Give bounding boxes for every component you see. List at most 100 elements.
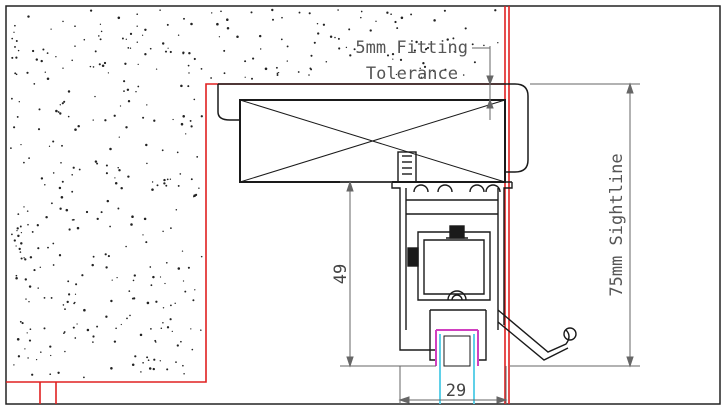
speckle-dot [275, 66, 278, 69]
sightline-label: 75mm Sightline [607, 153, 627, 296]
speckle-dot [116, 276, 118, 279]
speckle-dot [40, 351, 42, 353]
speckle-dot [101, 64, 105, 68]
speckle-dot [50, 296, 53, 299]
speckle-dot [15, 245, 17, 247]
speckle-dot [171, 330, 173, 333]
speckle-dot [11, 56, 14, 59]
speckle-dot [29, 256, 33, 259]
speckle-dot [272, 18, 274, 21]
speckle-dot [166, 178, 169, 181]
speckle-dot [59, 112, 62, 115]
speckle-dot [298, 11, 301, 14]
speckle-dot [39, 266, 42, 269]
speckle-dot [58, 186, 62, 190]
speckle-dot [187, 64, 190, 67]
speckle-dot [67, 90, 71, 93]
speckle-dot [86, 328, 90, 332]
speckle-dot [180, 84, 183, 88]
speckle-dot [61, 180, 64, 183]
speckle-dot [129, 47, 132, 49]
speckle-dot [419, 67, 421, 70]
drawing-border [5, 5, 721, 405]
speckle-dot [177, 184, 180, 187]
speckle-dot [194, 289, 196, 291]
speckle-dot [180, 340, 182, 343]
speckle-dot [169, 178, 172, 180]
speckle-dot [26, 210, 29, 212]
speckle-dot [153, 119, 156, 122]
speckle-dot [65, 208, 69, 212]
speckle-dot [52, 242, 55, 245]
speckle-dot [117, 207, 120, 210]
speckle-dot [149, 266, 152, 268]
speckle-dot [62, 20, 64, 23]
speckle-dot [14, 45, 16, 48]
speckle-dot [98, 35, 100, 37]
speckle-dot [144, 28, 147, 32]
speckle-dot [399, 58, 403, 62]
speckle-dot [169, 50, 172, 54]
speckle-dot [151, 181, 154, 183]
speckle-dot [36, 224, 39, 227]
height-dimension [340, 180, 436, 368]
speckle-dot [166, 368, 169, 371]
speckle-dot [27, 223, 29, 226]
speckle-dot [136, 25, 138, 27]
speckle-dot [89, 9, 93, 12]
speckle-dot [96, 325, 99, 328]
speckle-dot [177, 34, 180, 36]
speckle-dot [17, 355, 21, 358]
speckle-dot [25, 298, 27, 300]
speckle-dot [124, 62, 127, 65]
speckle-dot [74, 337, 77, 339]
speckle-dot [184, 290, 187, 293]
speckle-dot [103, 61, 107, 65]
speckle-dot [119, 105, 122, 107]
speckle-dot [188, 72, 190, 74]
speckle-dot [309, 67, 312, 70]
speckle-dot [117, 167, 119, 169]
speckle-dot [52, 172, 55, 174]
speckle-dot [164, 282, 166, 285]
speckle-dot [120, 186, 123, 190]
speckle-dot [433, 70, 435, 72]
speckle-dot [57, 111, 60, 113]
speckle-dot [23, 257, 25, 259]
speckle-dot [13, 239, 16, 242]
speckle-dot [162, 322, 164, 324]
speckle-dot [148, 367, 152, 370]
speckle-dot [136, 41, 139, 43]
speckle-dot [127, 99, 131, 103]
speckle-dot [182, 280, 185, 282]
speckle-dot [142, 361, 144, 364]
speckle-dot [494, 9, 497, 12]
speckle-dot [166, 326, 170, 329]
speckle-dot [276, 74, 279, 76]
speckle-dot [104, 253, 107, 256]
speckle-dot [64, 350, 66, 353]
speckle-dot [40, 59, 43, 63]
speckle-dot [455, 76, 457, 79]
speckle-dot [392, 58, 394, 60]
speckle-dot [13, 31, 15, 33]
speckle-dot [337, 37, 340, 40]
speckle-dot [160, 327, 163, 329]
speckle-dot [190, 22, 193, 26]
speckle-dot [77, 124, 80, 128]
speckle-dot [145, 241, 148, 244]
speckle-dot [360, 10, 363, 13]
speckle-dot [244, 60, 247, 63]
speckle-dot [118, 168, 121, 172]
speckle-dot [211, 12, 213, 14]
speckle-dot [35, 358, 38, 361]
speckle-dot [391, 52, 395, 56]
speckle-dot [193, 98, 196, 101]
speckle-dot [129, 314, 131, 317]
speckle-dot [181, 250, 184, 252]
speckle-dot [49, 373, 52, 376]
speckle-dot [60, 162, 62, 164]
speckle-dot [105, 315, 108, 318]
speckle-dot [107, 255, 110, 258]
speckle-dot [182, 115, 185, 118]
